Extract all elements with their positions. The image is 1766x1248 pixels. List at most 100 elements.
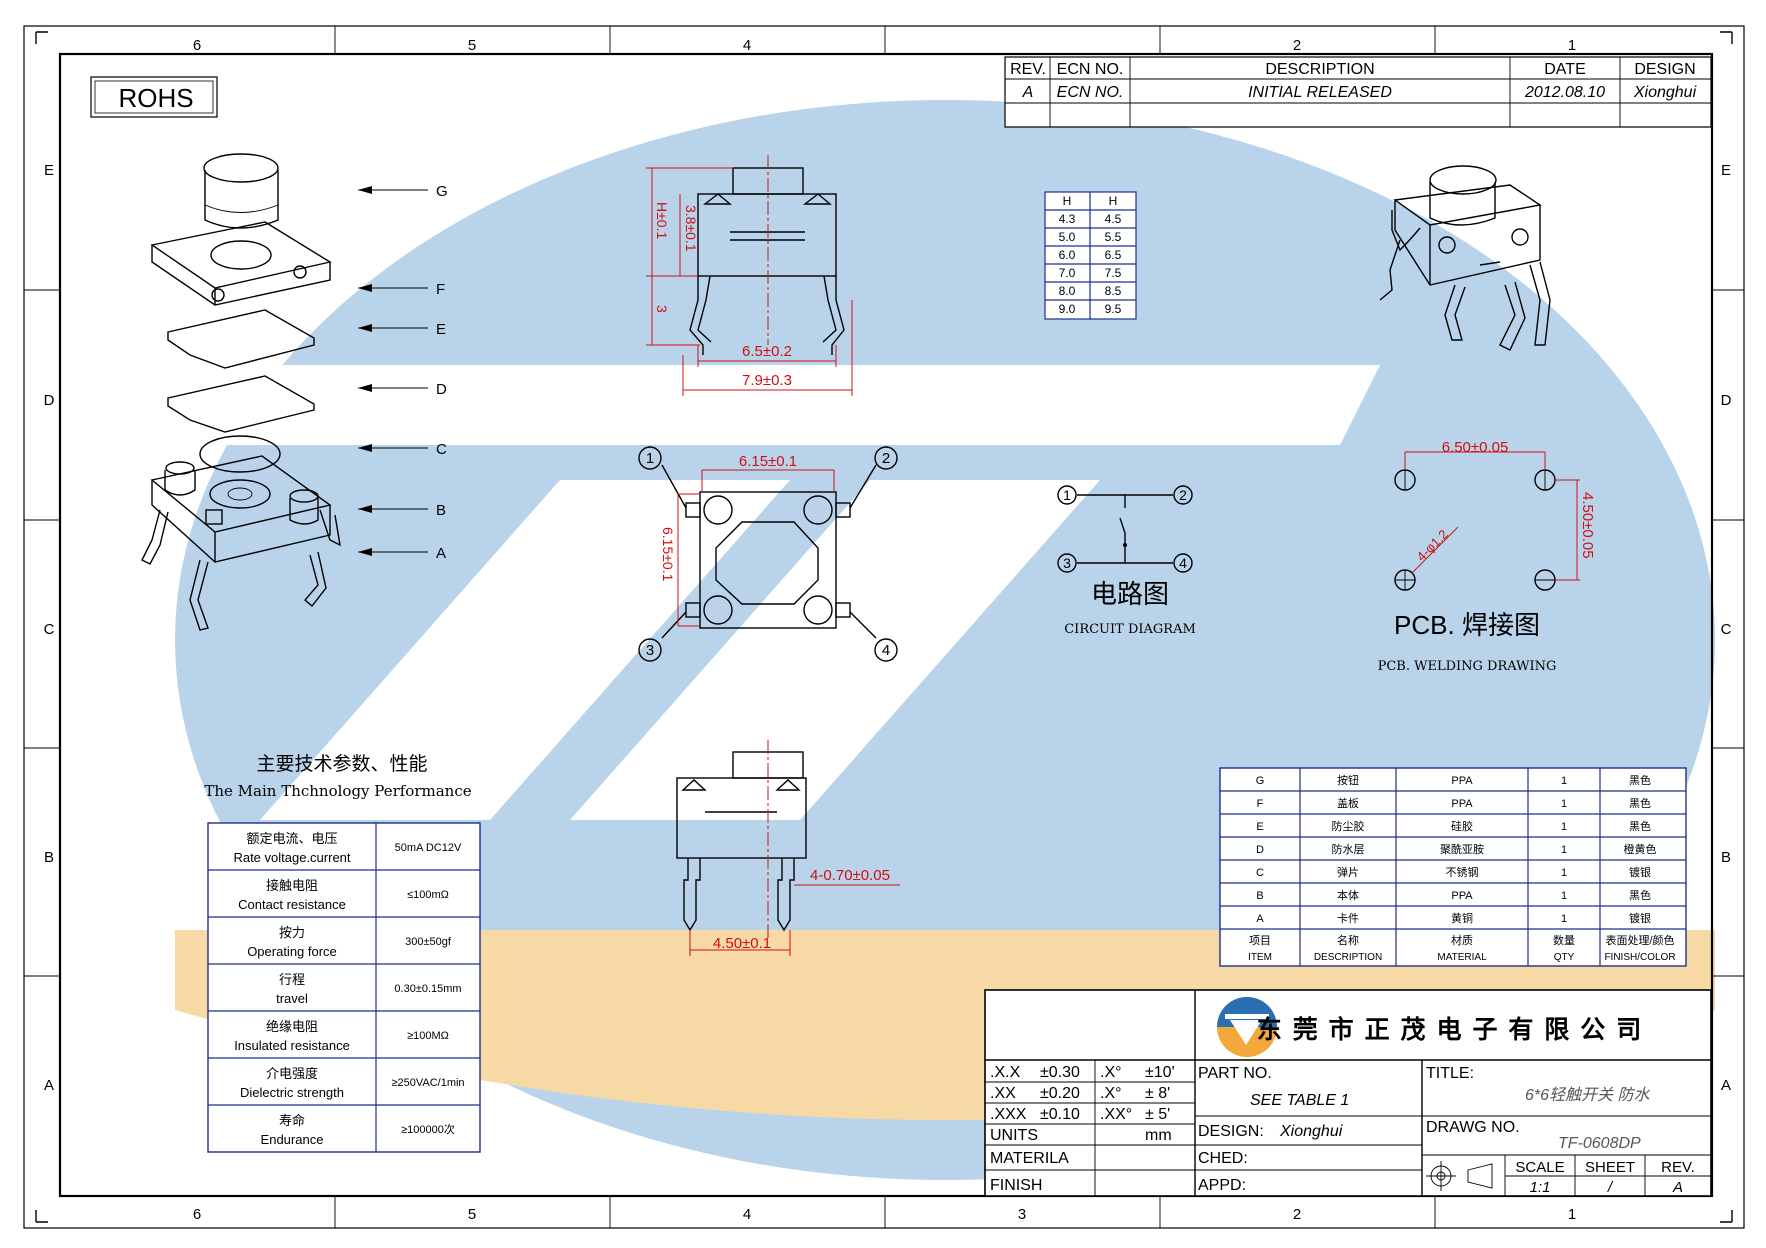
top-view: 1 2 3 4 6.15±0.1 6.15±0.1 [638,446,898,662]
tol-1-val: ±0.30 [1040,1064,1080,1081]
svg-text:黑色: 黑色 [1629,773,1651,787]
row-label: A [44,1077,54,1094]
h-cell: 8.0 [1059,284,1076,298]
col-label: 5 [468,37,476,54]
row-label: A [1721,1077,1731,1094]
svg-text:≥100000次: ≥100000次 [401,1122,455,1136]
title-value: 6*6轻触开关 防水 [1525,1086,1650,1104]
part-e-dust-rubber [167,309,315,369]
projection-symbol-icon [1426,1161,1493,1191]
svg-text:300±50gf: 300±50gf [405,936,452,948]
tol-1: .X.X [990,1064,1021,1081]
svg-text:1: 1 [1561,913,1567,925]
svg-text:1: 1 [1561,867,1567,879]
ched-label: CHED: [1198,1150,1248,1167]
circuit-title-cn: 电路图 [1091,579,1169,609]
svg-text:≥250VAC/1min: ≥250VAC/1min [391,1077,464,1089]
col-label: 2 [1293,1206,1301,1223]
rev-header: REV. [1010,61,1046,78]
row-labels-left: E D C B A [44,162,55,1094]
h-cell: 7.5 [1105,266,1122,280]
tol-2-ang-val: ± 8' [1145,1085,1170,1102]
svg-text:黑色: 黑色 [1629,819,1651,833]
ecn-header: ECN NO. [1057,61,1124,78]
dim-4-50: 4.50±0.1 [689,930,791,956]
circuit-title-en: CIRCUIT DIAGRAM [1064,622,1196,637]
svg-text:6.15±0.1: 6.15±0.1 [739,453,797,470]
svg-text:名称: 名称 [1337,933,1359,947]
h-cell: 9.0 [1059,302,1076,316]
tol-3: .XXX [990,1106,1027,1123]
svg-text:镀银: 镀银 [1629,911,1651,925]
dim-7-9: 7.9±0.3 [682,300,853,396]
row-label: B [1721,849,1731,866]
svg-text:MATERIAL: MATERIAL [1437,952,1487,963]
svg-text:4-0.70±0.05: 4-0.70±0.05 [810,867,890,884]
dim-top-6-15: 6.15±0.1 [701,453,835,492]
rev-label: REV. [1661,1159,1695,1176]
callout-c: C [436,441,447,458]
svg-text:FINISH/COLOR: FINISH/COLOR [1604,952,1675,963]
pcb-title-en: PCB. WELDING DRAWING [1378,659,1557,674]
drawg-no-value: TF-0608DP [1558,1135,1641,1152]
svg-text:1: 1 [1561,821,1567,833]
svg-text:不锈钢: 不锈钢 [1446,866,1479,879]
callout-b: B [436,502,446,519]
h-cell: 4.3 [1059,212,1076,226]
col-label: 6 [193,37,201,54]
h-cell: 8.5 [1105,284,1122,298]
circuit-diagram: 1 2 3 4 电路图 CIRCUIT DIAGRAM [1057,485,1196,637]
svg-text:4.50±0.05: 4.50±0.05 [1579,492,1596,559]
svg-text:QTY: QTY [1554,952,1575,963]
part-c-dome [199,435,281,473]
svg-text:Insulated resistance: Insulated resistance [234,1038,350,1053]
company-logo [1217,997,1277,1057]
drawg-no-label: DRAWG NO. [1426,1119,1520,1136]
isometric-view [1379,165,1551,351]
tol-3-ang-val: ± 5' [1145,1106,1170,1123]
pin-4-label: 4 [882,642,890,659]
performance-section: 主要技术参数、性能 The Main Thchnology Performanc… [204,753,481,1153]
finish-label: FINISH [990,1177,1042,1194]
svg-text:盖板: 盖板 [1337,796,1359,810]
h-cell: 4.5 [1105,212,1122,226]
svg-text:表面处理/颜色: 表面处理/颜色 [1605,933,1674,947]
row-label: E [44,162,54,179]
dim-side-6-15: 6.15±0.1 [660,493,700,627]
pcb-title-cn: PCB. 焊接图 [1394,610,1540,640]
svg-text:7.9±0.3: 7.9±0.3 [742,372,792,389]
svg-text:Contact resistance: Contact resistance [238,897,346,912]
svg-text:Endurance: Endurance [261,1132,324,1147]
svg-text:PPA: PPA [1451,775,1473,787]
svg-text:6.15±0.1: 6.15±0.1 [660,527,676,582]
circuit-pin-2: 2 [1179,487,1187,503]
performance-title-en: The Main Thchnology Performance [204,782,471,800]
svg-text:PPA: PPA [1451,890,1473,902]
column-labels-bottom: 6 5 4 3 2 1 [193,1206,1576,1223]
ecn-value: ECN NO. [1057,84,1124,101]
tol-1-ang: .X° [1100,1064,1122,1081]
perf-row: 寿命 Endurance ≥100000次 [261,1113,455,1147]
row-label: C [1721,621,1732,638]
h-cell: 5.0 [1059,230,1076,244]
svg-text:黄铜: 黄铜 [1451,911,1473,925]
svg-text:项目: 项目 [1249,934,1271,947]
svg-text:行程: 行程 [279,972,305,987]
svg-text:E: E [1256,821,1263,833]
callout-a: A [436,545,446,562]
h-cell: 7.0 [1059,266,1076,280]
rev-value: A [1022,84,1034,101]
title-block: 东 莞 市 正 茂 电 子 有 限 公 司 .X.X ±0.30 .X° ±10… [984,989,1712,1197]
materila-label: MATERILA [990,1150,1069,1167]
side-view: 4-0.70±0.05 4.50±0.1 [676,740,900,956]
sheet-label: SHEET [1585,1159,1635,1176]
pin-2-label: 2 [882,450,890,467]
